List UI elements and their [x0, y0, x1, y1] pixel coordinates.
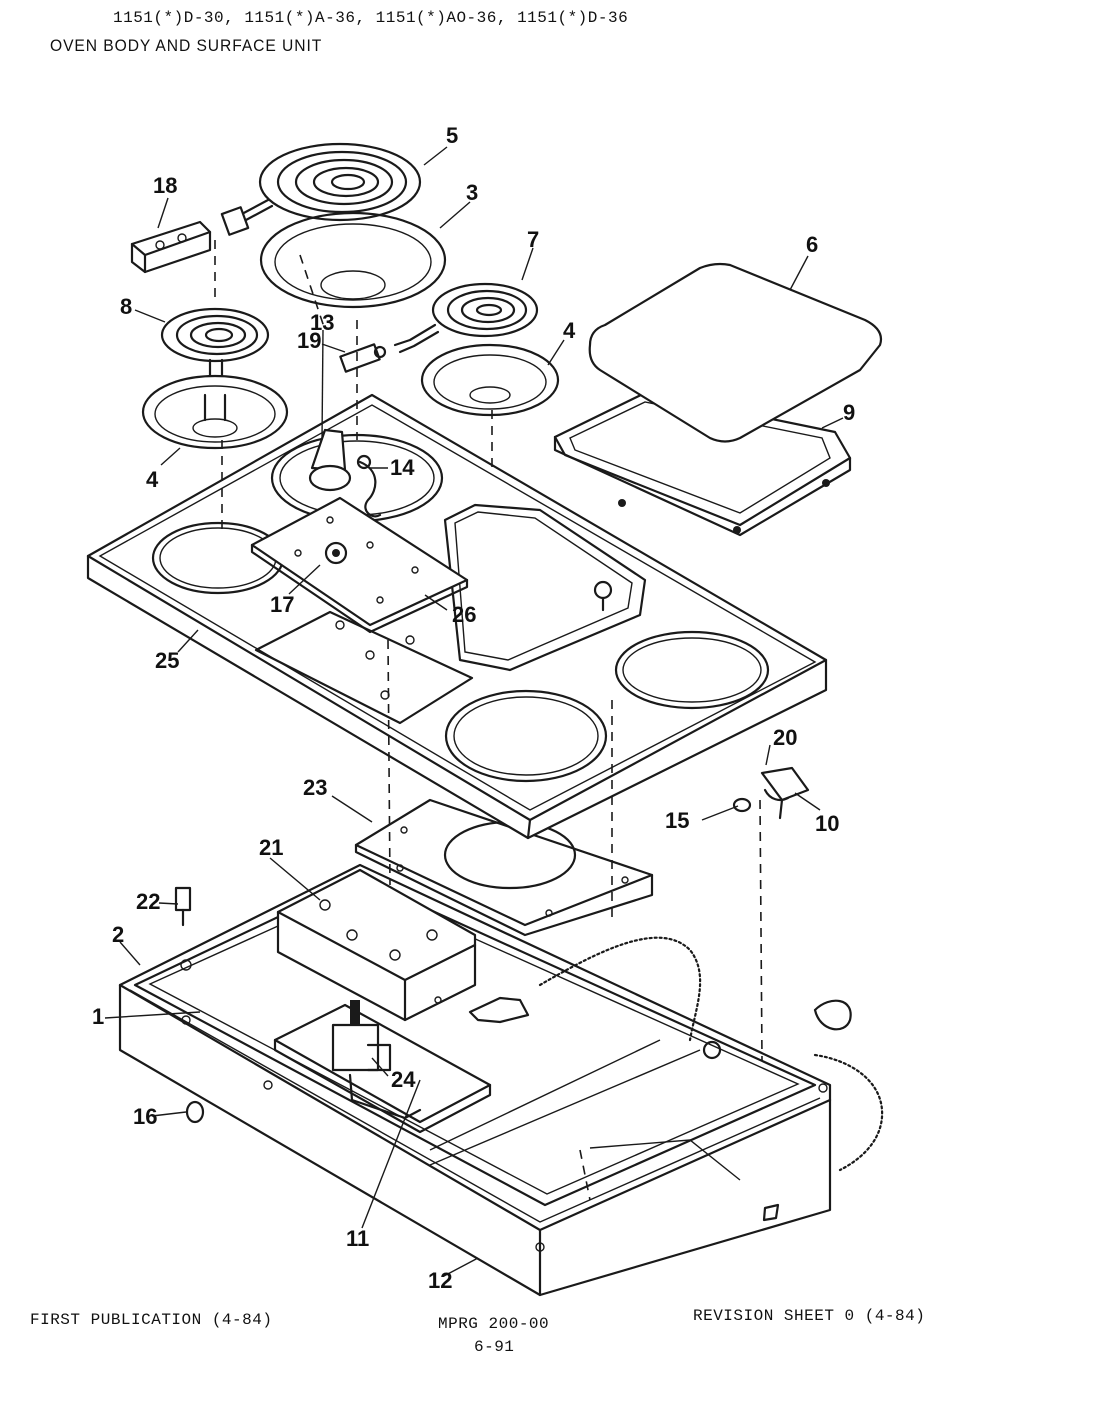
power-cord-drawing: [468, 936, 884, 1172]
callout-6: 5: [446, 123, 458, 148]
mprg-number: MPRG 200-00: [438, 1315, 550, 1333]
callout-23: 23: [303, 775, 327, 800]
terminal-block-18-drawing: [130, 220, 212, 274]
callout-24: 24: [391, 1067, 416, 1092]
callout-16: 16: [133, 1104, 157, 1129]
drip-pan-4-left-drawing: [141, 374, 289, 450]
callout-25: 25: [155, 648, 179, 673]
surface-element-8-drawing: [393, 282, 539, 354]
model-numbers: 1151(*)D-30, 1151(*)A-36, 1151(*)AO-36, …: [113, 9, 629, 27]
callout-14: 14: [390, 455, 415, 480]
surface-element-6-drawing: [220, 142, 422, 236]
cooktop-25-drawing: [86, 393, 828, 840]
callout-21: 21: [259, 835, 283, 860]
callout-12: 12: [428, 1268, 452, 1293]
diagram-title: OVEN BODY AND SURFACE UNIT: [50, 36, 323, 55]
callout-5: 6: [806, 232, 818, 257]
plate-26-drawing: [250, 496, 469, 634]
knob-13-drawing: [308, 428, 382, 518]
callout-4-right: 4: [563, 318, 576, 343]
callout-4-left: 4: [146, 467, 159, 492]
callout-22: 22: [136, 889, 160, 914]
callout-18: 18: [153, 173, 177, 198]
callout-20: 20: [773, 725, 797, 750]
callout-2: 2: [112, 922, 124, 947]
callout-13: 13: [310, 310, 334, 335]
callout-3: 3: [466, 180, 478, 205]
callout-10: 10: [815, 811, 839, 836]
foot-16-drawing: [185, 1100, 205, 1124]
junction-box-21-drawing: [276, 868, 477, 1022]
first-publication: FIRST PUBLICATION (4-84): [30, 1311, 273, 1329]
plate-11-drawing: [273, 1000, 492, 1134]
connector-19-drawing: [339, 343, 387, 373]
bracket-10-drawing: [760, 766, 810, 820]
drip-pan-3-drawing: [259, 211, 447, 309]
callout-9: 9: [843, 400, 855, 425]
callout-17: 17: [270, 592, 294, 617]
page-number: 6-91: [474, 1338, 515, 1356]
callout-11: 11: [346, 1226, 369, 1251]
callout-1: 1: [92, 1004, 104, 1029]
assembly-lines: [214, 240, 763, 1061]
leader-lines: [104, 146, 844, 1277]
callout-7: 8: [120, 294, 132, 319]
callout-26: 26: [452, 602, 476, 627]
griddle-cover-5-drawing: [588, 262, 883, 443]
screw-22-drawing: [174, 886, 192, 927]
revision-sheet: REVISION SHEET 0 (4-84): [693, 1307, 926, 1325]
callout-19: 19: [297, 328, 321, 353]
callout-8: 7: [527, 227, 539, 252]
drip-pan-4-right-drawing: [420, 343, 560, 417]
callout-labels: 5 3 18 7 6 8 19 4 13 9 4 14 17 26 25 20 …: [92, 123, 855, 1293]
callout-15: 15: [665, 808, 689, 833]
grommet-15-drawing: [732, 797, 752, 813]
